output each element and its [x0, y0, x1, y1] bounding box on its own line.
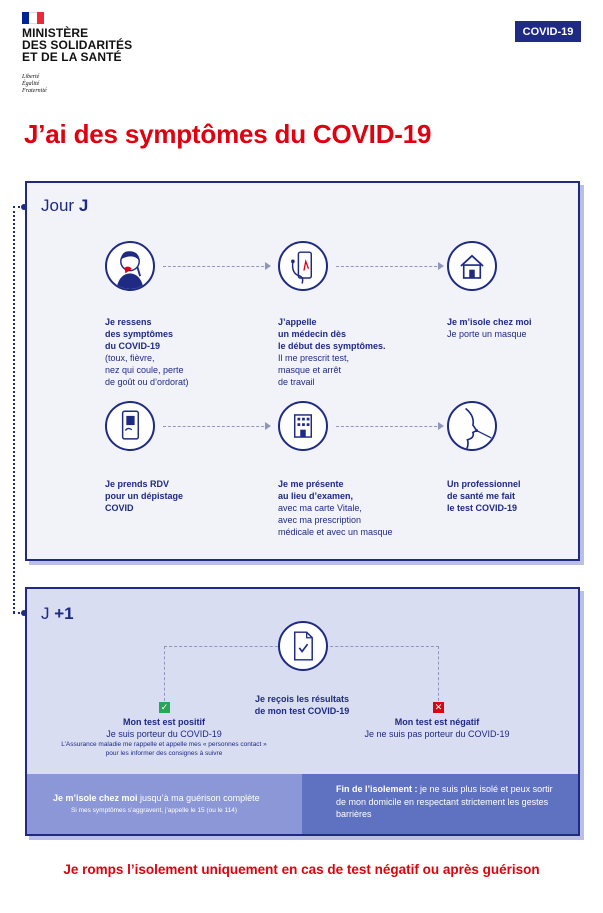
step-exam-location: Je me présente au lieu d’examen,avec ma …: [278, 479, 393, 537]
day-j1-panel: J +1 Je reçois les résultats de mon test…: [25, 587, 580, 836]
step-call-doctor: J’appelle un médecin dès le début des sy…: [278, 317, 386, 387]
smartphone-icon: [105, 401, 155, 451]
day-j-panel: Jour J Je ressens des symptômes du COVID…: [25, 181, 580, 561]
branch-line-left: [164, 646, 165, 701]
isolation-note: Si mes symptômes s’aggravent, j’appelle …: [71, 807, 238, 814]
branch-line-right: [438, 646, 439, 701]
negative-result: Mon test est négatif Je ne suis pas port…: [364, 717, 510, 739]
page-title: J’ai des symptômes du COVID-19: [24, 119, 432, 149]
footer-message: Je romps l’isolement uniquement en cas d…: [63, 862, 540, 877]
covid-badge: COVID-19: [515, 21, 581, 42]
flow-arrow: [336, 262, 444, 270]
timeline-connector-day2: [13, 612, 24, 614]
timeline-dot: [21, 610, 27, 616]
step-appointment: Je prends RDV pour un dépistage COVID: [105, 479, 184, 513]
timeline-connector-day1: [13, 206, 24, 208]
nose-swab-icon: [447, 401, 497, 451]
flow-arrow: [336, 422, 444, 430]
negative-cross-icon: ✕: [433, 702, 444, 713]
person-sick-icon: [105, 241, 155, 291]
house-icon: [447, 241, 497, 291]
step-test: Un professionnel de santé me fait le tes…: [447, 479, 521, 513]
flow-arrow: [163, 262, 271, 270]
isolation-text: Je m’isole chez moi jusqu’à ma guérison …: [53, 793, 260, 803]
positive-result: Mon test est positif Je suis porteur du …: [61, 717, 267, 757]
end-isolation-text: Fin de l’isolement : je ne suis plus iso…: [336, 784, 553, 819]
flow-arrow: [163, 422, 271, 430]
step-symptoms: Je ressens des symptômes du COVID-19(tou…: [105, 317, 189, 387]
timeline-dot: [21, 204, 27, 210]
building-icon: [278, 401, 328, 451]
phone-stethoscope-icon: [278, 241, 328, 291]
ministry-name: MINISTÈRE DES SOLIDARITÉS ET DE LA SANTÉ: [22, 26, 133, 64]
isolation-box: Je m’isole chez moi jusqu’à ma guérison …: [27, 774, 302, 834]
end-isolation-box: Fin de l’isolement : je ne suis plus iso…: [302, 774, 578, 834]
positive-check-icon: ✓: [159, 702, 170, 713]
republic-motto: Liberté Égalité Fraternité: [22, 74, 47, 94]
timeline-line: [13, 206, 15, 613]
day-j-label: Jour J: [41, 196, 89, 215]
document-check-icon: [278, 621, 328, 671]
results-text: Je reçois les résultats de mon test COVI…: [254, 694, 350, 716]
french-flag-logo: [22, 12, 44, 24]
day-j1-label: J +1: [41, 604, 74, 623]
